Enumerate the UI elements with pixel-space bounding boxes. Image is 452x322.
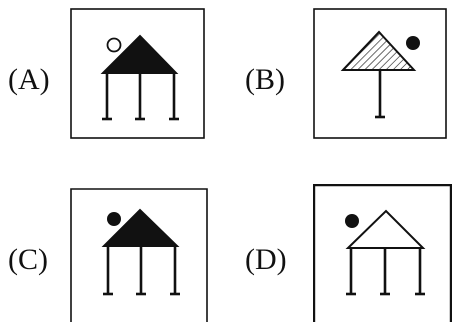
option-c-label: (C) (8, 245, 48, 275)
option-a-figure[interactable] (70, 8, 205, 139)
three-legs (103, 246, 180, 294)
option-d-frame (314, 185, 451, 322)
option-c-frame (71, 189, 207, 322)
filled-circle-icon (107, 212, 121, 226)
option-b-label: (B) (245, 65, 285, 95)
hollow-circle-icon (108, 39, 121, 52)
option-d-label: (D) (245, 245, 287, 275)
outline-roof (348, 211, 423, 248)
filled-circle-icon (345, 214, 359, 228)
option-c-figure[interactable] (70, 188, 208, 322)
option-a-label: (A) (8, 65, 50, 95)
single-leg (375, 70, 385, 117)
solid-roof (103, 36, 176, 73)
three-legs (102, 73, 179, 119)
option-b-figure[interactable] (313, 8, 447, 139)
option-d-figure[interactable] (313, 184, 452, 322)
three-legs (346, 248, 425, 294)
filled-circle-icon (406, 36, 420, 50)
hatched-roof (343, 32, 414, 70)
